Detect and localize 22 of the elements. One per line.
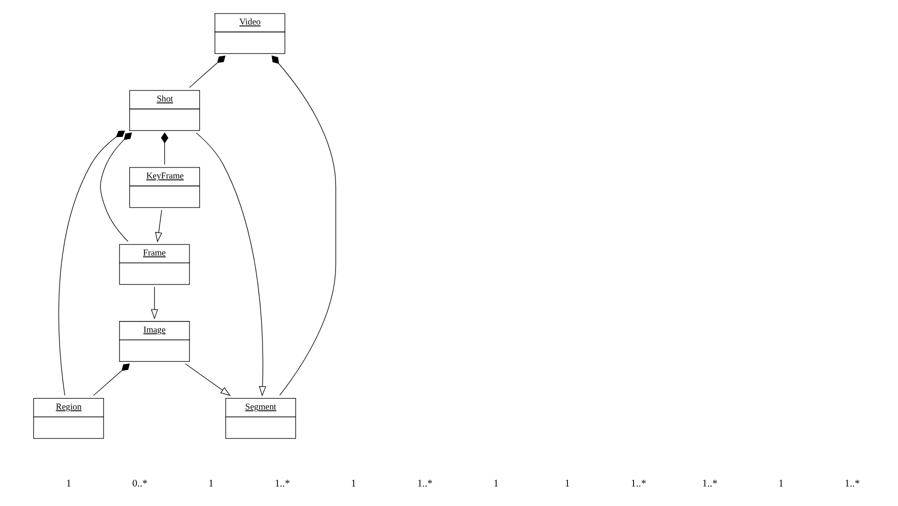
label: 1	[778, 478, 784, 490]
arrow	[150, 286, 158, 320]
label: 1	[66, 478, 72, 490]
label: 1..*	[417, 478, 432, 490]
connector	[93, 363, 130, 396]
arrow	[155, 210, 162, 242]
label: 1..*	[274, 478, 290, 490]
connector	[189, 56, 226, 88]
label: 1..*	[630, 478, 646, 490]
label: 1..*	[844, 478, 860, 490]
label: 1..*	[702, 478, 718, 490]
arrow	[185, 364, 231, 396]
connector	[160, 132, 168, 165]
label: 1	[208, 478, 214, 490]
connector	[58, 130, 126, 396]
label: 1	[564, 478, 570, 490]
label: 0..*	[132, 478, 148, 490]
label: 1	[351, 478, 356, 490]
connector	[272, 56, 336, 396]
label: 1	[494, 478, 499, 490]
arrow	[196, 132, 266, 396]
connector	[100, 132, 132, 242]
